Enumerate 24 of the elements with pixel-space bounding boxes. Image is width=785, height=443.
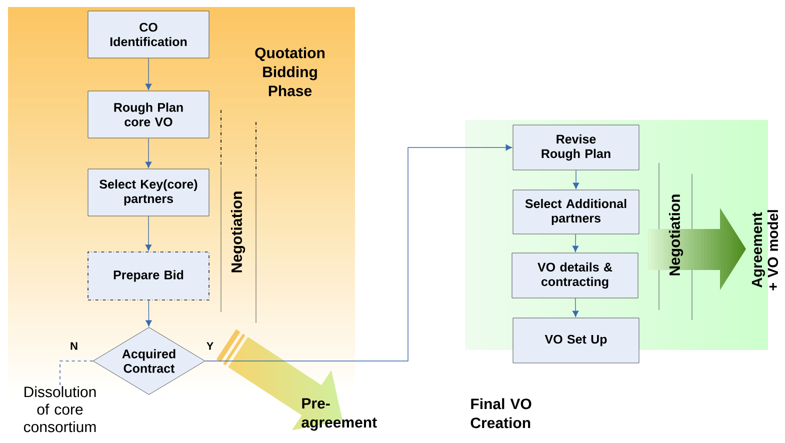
phase-label: Negotiation <box>230 192 246 272</box>
arrow <box>145 58 152 90</box>
edge-label: Y <box>206 342 214 350</box>
arrow <box>60 360 94 386</box>
process-box: Rough Plan core VO <box>88 90 210 138</box>
arrow <box>204 144 512 362</box>
process-box: Select Additional partners <box>512 190 640 234</box>
arrow <box>572 234 579 252</box>
edge-label: N <box>70 342 78 350</box>
arrow <box>145 138 152 168</box>
phase-label: Negotiation <box>668 194 684 276</box>
arrow <box>145 216 152 251</box>
arrow <box>146 300 152 326</box>
process-box: Revise Rough Plan <box>512 124 640 170</box>
phase-label: Pre-agreement <box>302 398 377 431</box>
arrow <box>572 298 579 318</box>
node-label: Quotation Bidding Phase <box>255 47 324 96</box>
arrow <box>572 170 580 190</box>
process-box: CO Identification <box>88 10 210 58</box>
node-label: Final VO Creation <box>470 398 532 428</box>
process-box: VO details & contracting <box>512 252 638 298</box>
process-box: Prepare Bid <box>88 252 210 300</box>
phase-label: Agreement + VO model <box>752 210 778 290</box>
process-box: Select Key(core) partners <box>88 168 210 216</box>
